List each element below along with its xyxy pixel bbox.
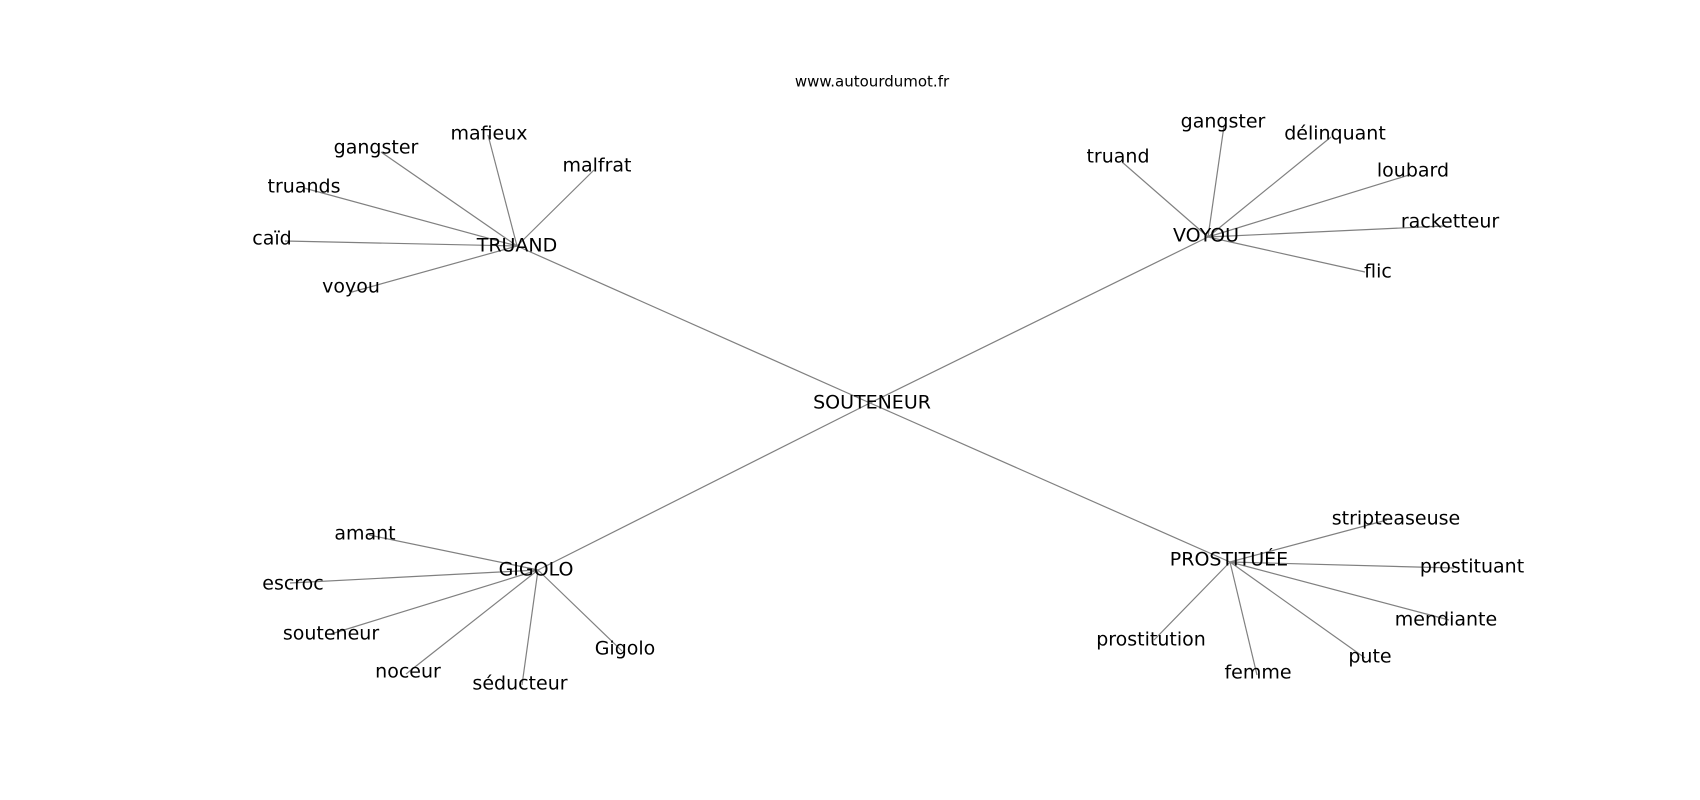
leaf-edge	[405, 569, 539, 675]
leaf-node: noceur	[375, 661, 441, 683]
site-url: www.autourdumot.fr	[795, 73, 950, 91]
leaf-edge	[1229, 561, 1258, 676]
center-node: SOUTENEUR	[813, 392, 931, 414]
leaf-node: voyou	[322, 276, 380, 298]
leaf-node: escroc	[262, 573, 324, 595]
leaf-node: flic	[1364, 261, 1392, 283]
leaf-edge	[330, 569, 539, 635]
leaf-edge	[368, 534, 539, 571]
leaf-node: mendiante	[1395, 609, 1497, 631]
leaf-node: gangster	[1181, 111, 1266, 133]
leaf-node: délinquant	[1284, 123, 1386, 145]
leaf-node: pute	[1348, 646, 1391, 668]
hub-node: PROSTITUÉE	[1170, 548, 1288, 571]
leaf-edge	[303, 187, 518, 247]
leaf-edge	[1207, 236, 1366, 273]
center-edge	[537, 402, 871, 571]
leaf-node: Gigolo	[595, 638, 656, 660]
leaf-edge	[1207, 125, 1225, 238]
leaf-edge	[487, 134, 518, 247]
center-edge	[516, 245, 871, 404]
leaf-edge	[1229, 561, 1455, 569]
graph-edges	[284, 125, 1455, 686]
leaf-edge	[284, 240, 518, 247]
leaf-node: amant	[334, 523, 395, 545]
leaf-node: racketteur	[1401, 211, 1500, 233]
leaf-node: caïd	[252, 228, 291, 250]
hub-node: TRUAND	[476, 235, 558, 257]
center-edge	[869, 402, 1231, 563]
leaf-edge	[380, 151, 518, 247]
leaf-edge	[351, 245, 518, 293]
leaf-node: stripteaseuse	[1332, 508, 1461, 530]
leaf-edge	[537, 569, 623, 652]
leaf-edge	[1207, 136, 1332, 238]
leaf-edge	[521, 569, 539, 686]
leaf-node: prostituant	[1420, 556, 1524, 578]
hub-node: VOYOU	[1173, 225, 1239, 247]
leaf-edge	[1207, 174, 1410, 238]
hub-node: GIGOLO	[499, 559, 574, 581]
leaf-node: femme	[1224, 662, 1291, 684]
leaf-node: mafieux	[450, 123, 527, 145]
leaf-node: souteneur	[283, 623, 379, 645]
leaf-edge	[1121, 161, 1209, 238]
leaf-node: loubard	[1377, 160, 1449, 182]
graph-labels: SOUTENEUR TRUAND gangster mafieux malfrat tru…	[252, 111, 1524, 695]
leaf-node: prostitution	[1096, 629, 1206, 651]
leaf-node: truands	[268, 176, 341, 198]
leaf-node: gangster	[334, 137, 419, 159]
leaf-edge	[1153, 561, 1231, 641]
center-edge	[869, 236, 1209, 404]
leaf-node: séducteur	[472, 673, 567, 695]
leaf-edge	[1229, 519, 1388, 563]
leaf-node: malfrat	[562, 155, 631, 177]
leaf-edge	[1229, 561, 1450, 621]
leaf-edge	[1229, 561, 1366, 659]
leaf-node: truand	[1086, 146, 1149, 168]
leaf-edge	[289, 569, 539, 584]
leaf-edge	[516, 169, 595, 247]
leaf-edge	[1207, 225, 1445, 238]
